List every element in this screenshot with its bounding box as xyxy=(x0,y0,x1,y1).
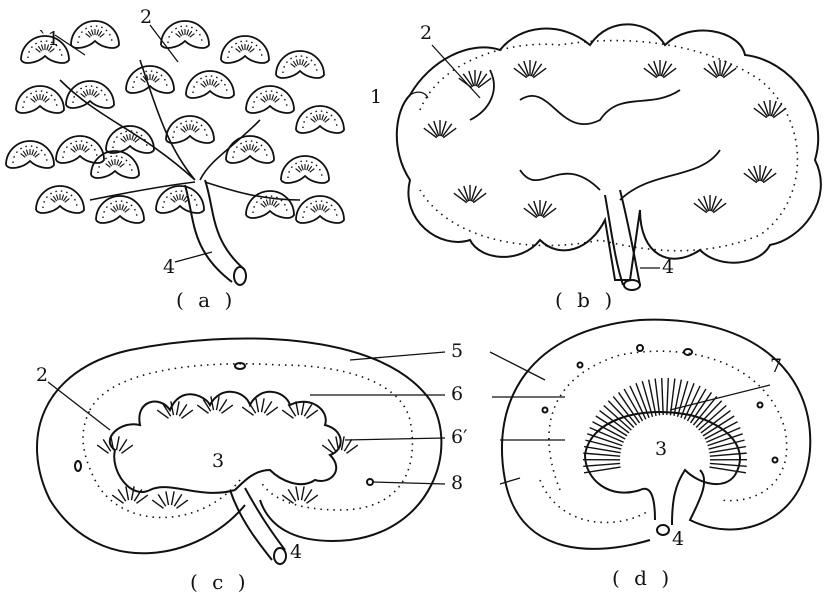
lobe xyxy=(160,20,210,49)
lobe xyxy=(165,115,215,144)
panel-d-pelvis xyxy=(583,411,741,526)
panel-c-label-2: 2 xyxy=(36,364,49,386)
panel-c-medulla-striations xyxy=(96,396,359,509)
panel-c-pelvis xyxy=(108,390,342,494)
lobe xyxy=(245,85,295,114)
panel-c-caption: ( c ) xyxy=(190,570,250,594)
panel-d-medulla-striations xyxy=(582,378,748,474)
panel-d-caption: ( d ) xyxy=(612,566,674,590)
label-5: 5 xyxy=(451,340,464,362)
lobe xyxy=(15,85,65,114)
panel-d-outline xyxy=(501,318,812,550)
label-8: 8 xyxy=(451,472,464,494)
panel-b-medulla-striations xyxy=(423,60,787,219)
panel-c-ureter xyxy=(229,487,286,561)
panel-b-label-1: 1 xyxy=(370,86,383,108)
lobe xyxy=(55,135,105,164)
lobe xyxy=(90,150,140,179)
panel-a-label-1: `1 xyxy=(38,28,60,50)
panel-c-label-4: 4 xyxy=(290,541,303,563)
panel-d-label-3: 3 xyxy=(655,438,668,460)
lobe xyxy=(295,105,345,134)
panel-b-label-2: 2 xyxy=(420,22,433,44)
lobe xyxy=(295,195,345,224)
lobe xyxy=(20,35,70,64)
label-6-prime: 6′ xyxy=(451,426,468,448)
lobe xyxy=(70,20,120,49)
lobe xyxy=(220,35,270,64)
lobe xyxy=(35,185,85,214)
panel-d-cortex-boundary xyxy=(539,350,788,524)
panel-a-label-2: 2 xyxy=(140,6,153,28)
panel-a-lobulated-kidney xyxy=(5,20,345,224)
panel-b-outline xyxy=(395,23,822,281)
panel-d-label-4: 4 xyxy=(672,528,685,550)
panel-d-label-7: 7 xyxy=(770,355,783,377)
lobe xyxy=(105,125,155,154)
lobe xyxy=(125,65,175,94)
panel-a-ureter-end xyxy=(233,266,247,286)
panel-b-caption: ( b ) xyxy=(555,288,617,312)
lobe xyxy=(155,185,205,214)
panel-a-caption: ( a ) xyxy=(176,288,237,312)
lobe xyxy=(5,140,55,169)
panel-a-label-4: 4 xyxy=(163,256,176,278)
panel-c-outline xyxy=(36,337,443,555)
panel-c-cortex-boundary xyxy=(82,363,414,519)
lobe xyxy=(225,135,275,164)
label-6: 6 xyxy=(451,383,464,405)
lobe xyxy=(280,155,330,184)
lobe xyxy=(95,195,145,224)
lobe xyxy=(185,70,235,99)
panel-b-ureter xyxy=(604,189,641,286)
panel-b-pelvis xyxy=(469,69,721,201)
lobe xyxy=(65,80,115,109)
panel-c-label-3: 3 xyxy=(212,450,225,472)
panel-b-label-4: 4 xyxy=(662,256,675,278)
lobe xyxy=(275,50,325,79)
panel-a-ureter xyxy=(184,179,246,283)
